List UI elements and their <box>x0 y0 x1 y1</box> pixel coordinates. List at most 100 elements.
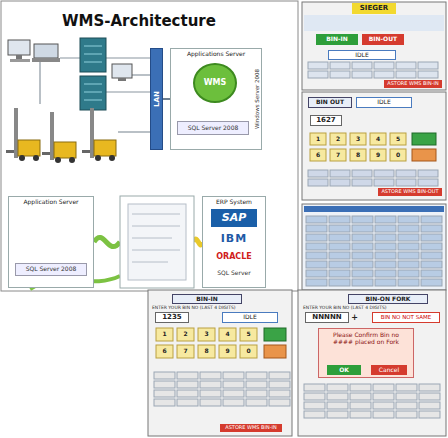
screen-cell <box>375 252 396 259</box>
node-text: BIN-IN <box>196 296 218 303</box>
screen-cell <box>154 381 175 388</box>
screen-cell <box>419 393 440 400</box>
label-text: 9 <box>376 152 380 159</box>
screen-cell <box>374 71 394 78</box>
label-box: Windows Server 2008 <box>254 69 260 129</box>
screen-cell <box>396 402 417 409</box>
label-text: 3 <box>356 136 360 143</box>
illustration-part <box>80 76 106 110</box>
node-text: Cancel <box>379 367 399 374</box>
label-text: ENTER YOUR BIN NO (LAST 4 DIGITS) <box>303 305 387 310</box>
screen-cell <box>177 328 194 341</box>
node-text: IDLE <box>243 314 257 321</box>
screen-cell <box>198 345 215 358</box>
illustration-part <box>132 214 180 215</box>
screen-cell <box>240 328 257 341</box>
label-box: 6 <box>310 149 326 161</box>
screen-cell <box>352 71 372 78</box>
illustration-part <box>19 155 25 161</box>
illustration-part <box>128 204 186 280</box>
node-box: BIN-IN <box>172 294 242 304</box>
vertical-label: Windows Server 2008 <box>254 69 260 129</box>
screen-cell <box>412 133 436 145</box>
screen-cell <box>390 133 406 145</box>
screen-cell <box>306 216 327 223</box>
screen-cell <box>421 243 442 250</box>
label-text: 5 <box>396 136 400 143</box>
screen-cell <box>329 225 350 232</box>
screen-cell <box>421 261 442 268</box>
screen-cell <box>177 372 198 379</box>
illustration-part <box>109 155 115 161</box>
node-text: BIN-IN <box>326 36 348 43</box>
screen-cell <box>352 216 373 223</box>
label-text: + <box>351 313 358 322</box>
screen-cell <box>330 179 350 186</box>
label-text: 1 <box>162 331 166 338</box>
screen-cell <box>412 149 436 161</box>
label-text: 8 <box>356 152 360 159</box>
screen-cell <box>418 71 438 78</box>
node-box: SQL Server <box>211 267 257 279</box>
label-text: 5 <box>246 331 250 338</box>
screen-cell <box>352 243 373 250</box>
screen-cell <box>396 170 416 177</box>
label-text: 7 <box>183 348 187 355</box>
screen-cell <box>329 243 350 250</box>
illustration-part <box>54 142 76 158</box>
node-text: ORACLE <box>216 252 252 261</box>
screen-cell <box>352 279 373 286</box>
screen-cell <box>370 133 386 145</box>
illustration-part <box>132 74 150 75</box>
node-box: BIN-IN <box>316 34 358 45</box>
illustration-part <box>298 290 446 436</box>
screen-cell <box>154 372 175 379</box>
screen-cell <box>329 270 350 277</box>
screen-cell <box>352 252 373 259</box>
label-box: 8 <box>198 345 215 358</box>
screen-cell <box>421 279 442 286</box>
illustration-part <box>50 112 54 160</box>
illustration-part <box>95 155 101 161</box>
node-text: 1235 <box>162 313 181 321</box>
screen-cell <box>200 372 221 379</box>
screen-cell <box>306 225 327 232</box>
screen-cell <box>246 390 267 397</box>
label-box: 5 <box>390 133 406 145</box>
label-box: 9 <box>370 149 386 161</box>
label-text: 3 <box>204 331 208 338</box>
screen-cell <box>246 372 267 379</box>
screen-cell <box>352 62 372 69</box>
screen-cell <box>398 252 419 259</box>
label-box: 8 <box>350 149 366 161</box>
screen-cell <box>396 384 417 391</box>
node-text: LAN <box>152 91 160 107</box>
node-box: BIN-OUT <box>362 34 404 45</box>
screen-cell <box>264 328 286 341</box>
label-text: 2 <box>336 136 340 143</box>
screen-cell <box>308 62 328 69</box>
screen-cell <box>398 234 419 241</box>
screen-cell <box>352 234 373 241</box>
screen-cell <box>269 381 290 388</box>
label-box: 3 <box>198 328 215 341</box>
node-text: Applications Server <box>187 51 245 58</box>
screen-cell <box>329 234 350 241</box>
screen-cell <box>304 384 325 391</box>
label-text: ASTORE WMS BIN-OUT <box>381 189 438 195</box>
illustration-part <box>84 54 102 55</box>
screen-cell <box>375 225 396 232</box>
node-box: SQL Server 2008 <box>177 121 249 135</box>
node-box: LAN <box>150 48 163 150</box>
node-box: Application ServerSQL Server 2008 <box>8 196 94 288</box>
node-text: #### placed on Fork <box>333 339 399 346</box>
screen-cell <box>269 390 290 397</box>
screen-cell <box>396 62 416 69</box>
screen-cell <box>396 71 416 78</box>
screen-cell <box>396 411 417 418</box>
illustration-part <box>94 140 116 156</box>
illustration-part <box>302 2 446 90</box>
node-text: SQL Server 2008 <box>26 266 77 273</box>
screen-cell <box>306 270 327 277</box>
label-text: 1 <box>316 136 320 143</box>
